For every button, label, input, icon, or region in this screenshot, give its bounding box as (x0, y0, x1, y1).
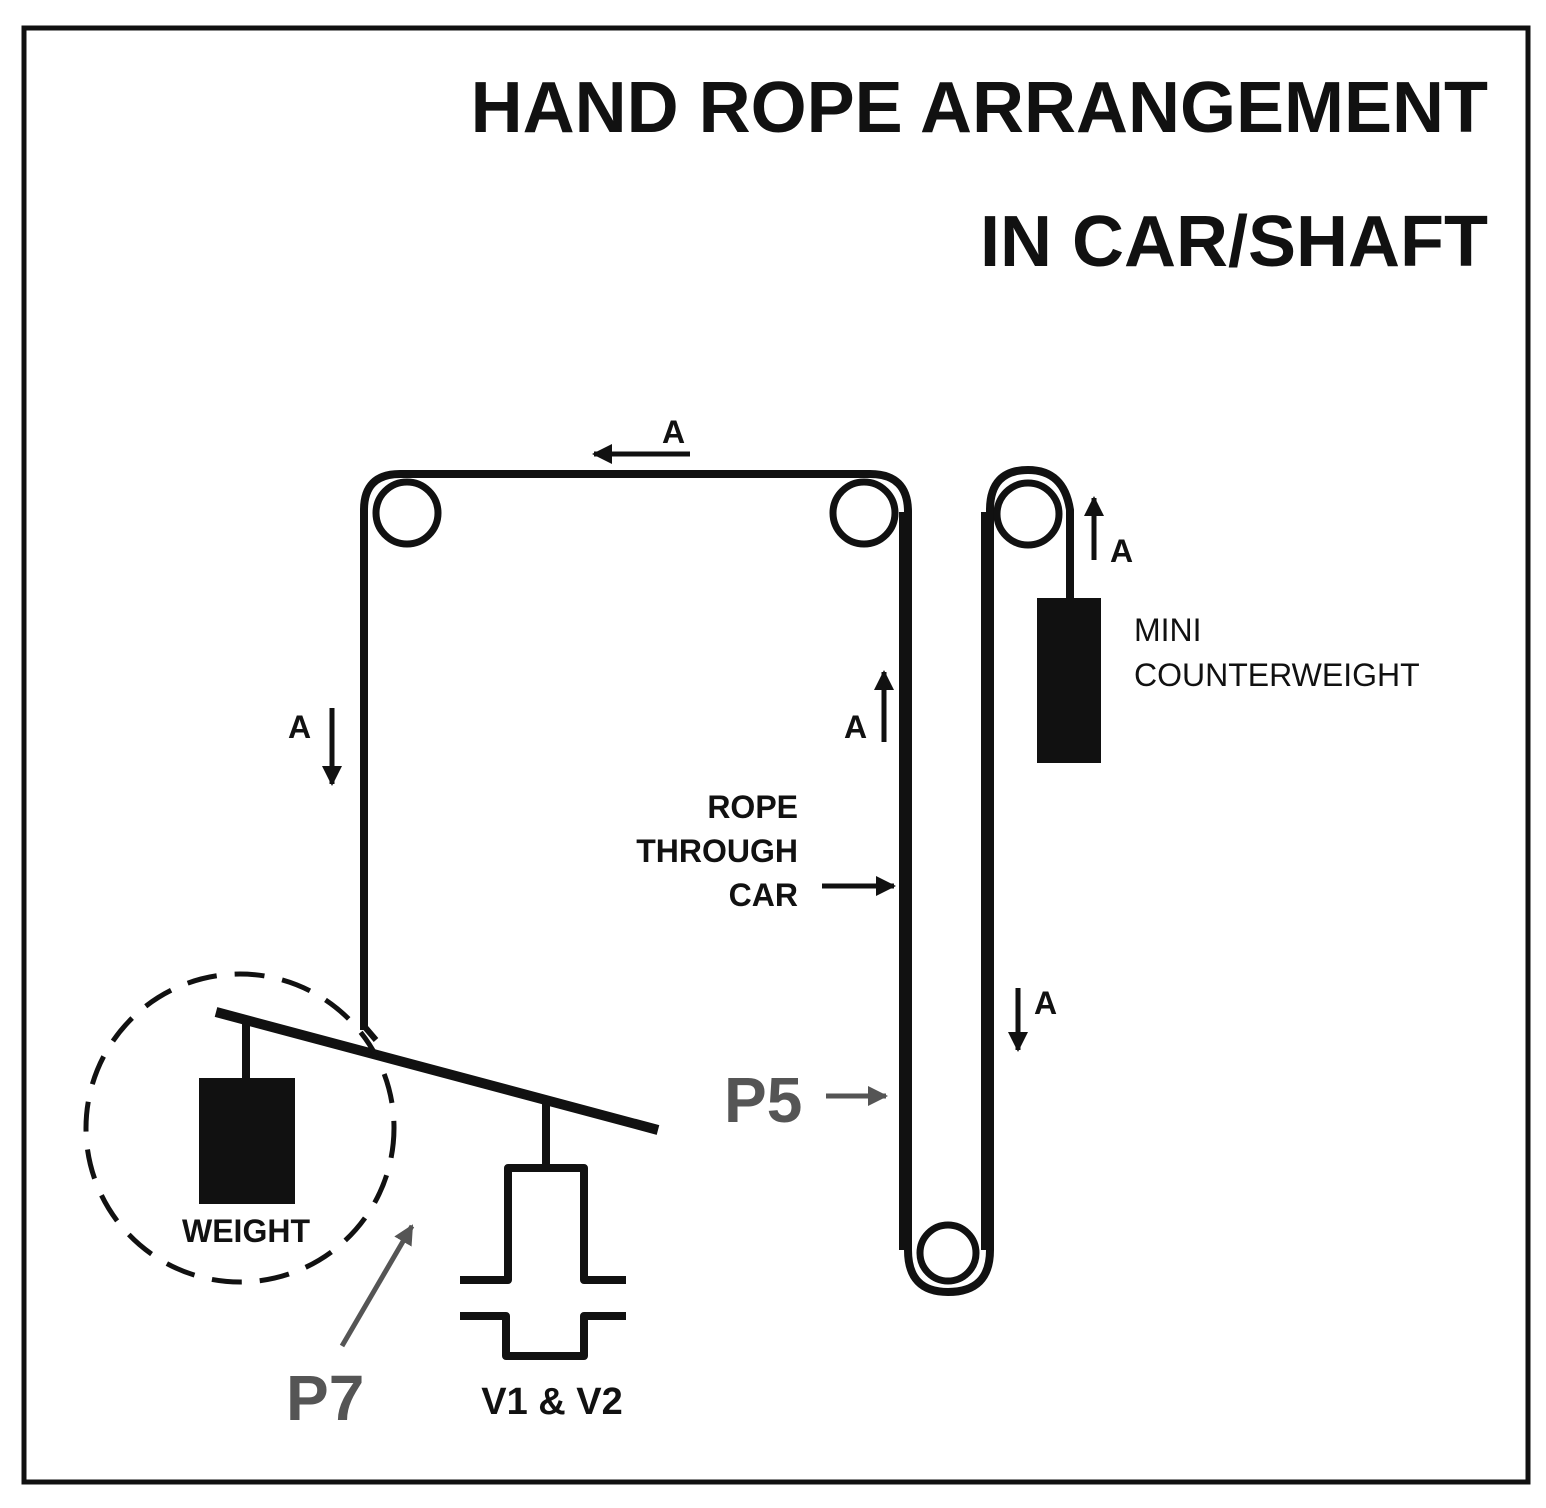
callout-p5: P5 (724, 1064, 802, 1136)
mini-counterweight-label-2: COUNTERWEIGHT (1134, 657, 1420, 693)
pulley-top-left (372, 478, 442, 548)
hand-rope-return-loop (904, 466, 1074, 1296)
lever-arm (214, 1007, 660, 1135)
callout-p7-arrow-icon (339, 1224, 415, 1348)
arrow-label-top: A (662, 414, 685, 450)
mini-counterweight (1037, 598, 1101, 763)
weight-block (199, 1078, 295, 1204)
pulley-bottom (916, 1221, 980, 1285)
rope-through-car-label-1: ROPE (707, 789, 798, 825)
pulley-counterweight (993, 479, 1063, 549)
rope-attachment (361, 1024, 379, 1042)
weight-detail-circle (83, 971, 397, 1285)
title-line-2: IN CAR/SHAFT (980, 202, 1488, 282)
arrow-label-return: A (1034, 985, 1057, 1021)
valve-lower (460, 1312, 626, 1360)
callout-p7: P7 (286, 1362, 364, 1434)
hand-rope-main-loop (360, 470, 912, 1250)
rope-through-car-label-2: THROUGH (636, 833, 798, 869)
valve-upper (460, 1164, 626, 1284)
valves-label: V1 & V2 (481, 1381, 623, 1423)
arrow-label-car: A (844, 709, 867, 745)
pulley-top-right (829, 478, 899, 548)
rope-through-car-label-3: CAR (729, 877, 798, 913)
mini-counterweight-label-1: MINI (1134, 612, 1202, 648)
arrow-label-counterweight: A (1110, 533, 1133, 569)
outer-frame (21, 25, 1531, 1485)
title-line-1: HAND ROPE ARRANGEMENT (471, 68, 1488, 148)
arrow-label-left: A (288, 709, 311, 745)
weight-label: WEIGHT (182, 1213, 310, 1249)
